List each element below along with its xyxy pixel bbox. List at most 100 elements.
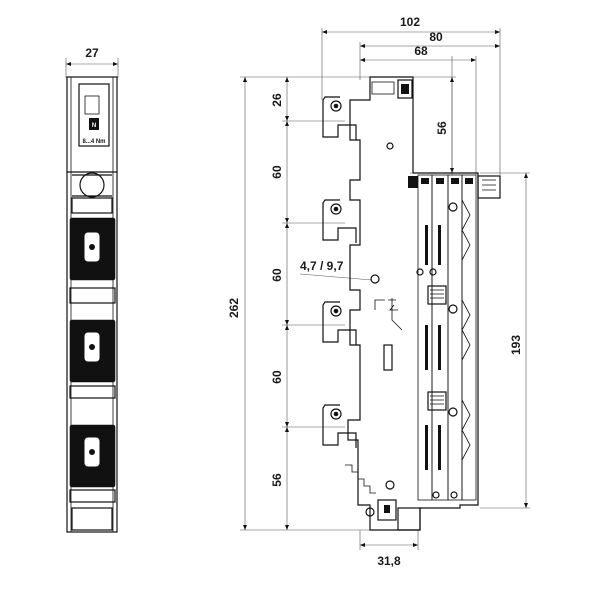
arrowhead <box>450 168 454 173</box>
indicator-block <box>408 176 418 188</box>
arrowhead <box>285 427 289 432</box>
dim-side-102: 102 <box>400 15 420 29</box>
screw-2-core <box>333 206 339 212</box>
fuse-symbol <box>383 344 393 371</box>
dim-bottom-31-8: 31,8 <box>377 554 401 568</box>
dim-pitch-60-c: 60 <box>270 370 284 384</box>
small-hole <box>432 491 440 499</box>
arrowhead <box>285 525 289 530</box>
module-column-3 <box>447 174 463 501</box>
small-hole <box>416 268 424 276</box>
arrowhead <box>285 422 289 427</box>
screw-3 <box>330 305 342 317</box>
arrowhead <box>360 44 365 48</box>
arrowhead <box>360 58 365 62</box>
contact-bar <box>425 225 428 265</box>
arrowhead <box>450 77 454 82</box>
dim-pitch-60-b: 60 <box>270 268 284 282</box>
arrowhead <box>360 543 365 547</box>
slot <box>436 178 444 184</box>
screw-1-core <box>333 103 339 109</box>
arrowhead <box>243 77 247 82</box>
label-strip <box>69 489 116 503</box>
dim-side-262: 262 <box>227 298 241 318</box>
arrowhead <box>285 325 289 330</box>
bottom-clip <box>397 507 421 531</box>
switch-lever <box>89 118 99 130</box>
contact-bar <box>425 425 428 470</box>
screw-3-core <box>333 308 339 314</box>
busbar-hook-3 <box>322 301 357 345</box>
dim-side-56: 56 <box>435 121 449 135</box>
top-terminal-screw <box>79 172 105 198</box>
zigzag-profile <box>461 199 471 461</box>
screw-1 <box>330 100 342 112</box>
terminal-hatch <box>430 289 444 299</box>
switch-symbol <box>374 298 403 331</box>
terminal-hatch <box>430 395 444 405</box>
contact-bar <box>438 425 441 470</box>
side-rail-top <box>477 175 501 199</box>
module-screw <box>448 304 458 314</box>
bottom-screw <box>365 507 375 517</box>
dim-front-width: 27 <box>85 46 99 60</box>
switch-module <box>78 83 110 147</box>
fuse-indicator-2 <box>89 344 95 350</box>
arrowhead <box>285 77 289 82</box>
arrowhead <box>66 62 71 66</box>
arrowhead <box>495 44 500 48</box>
arrowhead <box>243 525 247 530</box>
torque-label: 8...4 Nm <box>82 139 105 145</box>
arrowhead <box>471 58 476 62</box>
arrowhead <box>524 503 528 508</box>
module-screw <box>448 202 458 212</box>
busbar-hook-4 <box>322 404 357 448</box>
arrowhead <box>285 116 289 121</box>
front-body-outline <box>66 76 118 533</box>
bottom-screw <box>385 480 395 490</box>
slot <box>421 178 429 184</box>
stepped-foot <box>345 464 376 494</box>
front-view: 27 N 8...4 Nm <box>65 46 119 533</box>
bottom-latch-fill <box>384 505 390 513</box>
mount-hole <box>386 142 394 150</box>
arrowhead <box>322 30 327 34</box>
arrowhead <box>285 218 289 223</box>
arrowhead <box>285 320 289 325</box>
switch-label: N <box>92 123 96 129</box>
arrowhead <box>285 223 289 228</box>
contact-bar <box>438 325 441 370</box>
side-body-outline <box>347 76 479 531</box>
top-latch <box>397 79 413 99</box>
small-hole <box>450 491 458 499</box>
dim-side-193: 193 <box>509 335 523 355</box>
leader-line <box>299 273 373 281</box>
arrowhead <box>113 62 118 66</box>
label-strip <box>69 385 116 399</box>
arrowhead <box>524 173 528 178</box>
screw-4-core <box>333 411 339 417</box>
small-hole <box>429 268 437 276</box>
dim-hole-size: 4,7 / 9,7 <box>300 259 344 273</box>
dim-pitch-26: 26 <box>270 93 284 107</box>
contact-bar <box>438 225 441 265</box>
side-view: 102 80 68 262 <box>227 15 530 568</box>
screw-2 <box>330 203 342 215</box>
module-column-4 <box>461 174 477 501</box>
terminal-block <box>427 285 447 305</box>
dim-pitch-60-a: 60 <box>270 165 284 179</box>
dim-side-80: 80 <box>429 30 443 44</box>
label-strip <box>69 287 116 304</box>
module-screw <box>448 407 458 417</box>
module-stack <box>416 174 477 501</box>
busbar-hook-2 <box>322 199 357 243</box>
top-cover <box>371 81 395 95</box>
bottom-terminal <box>71 507 113 531</box>
fuse-indicator-1 <box>89 244 95 250</box>
slot <box>465 178 473 184</box>
busbar-hook-1 <box>322 96 357 140</box>
screw-4 <box>330 408 342 420</box>
slot <box>451 178 459 184</box>
terminal-block <box>427 391 447 411</box>
